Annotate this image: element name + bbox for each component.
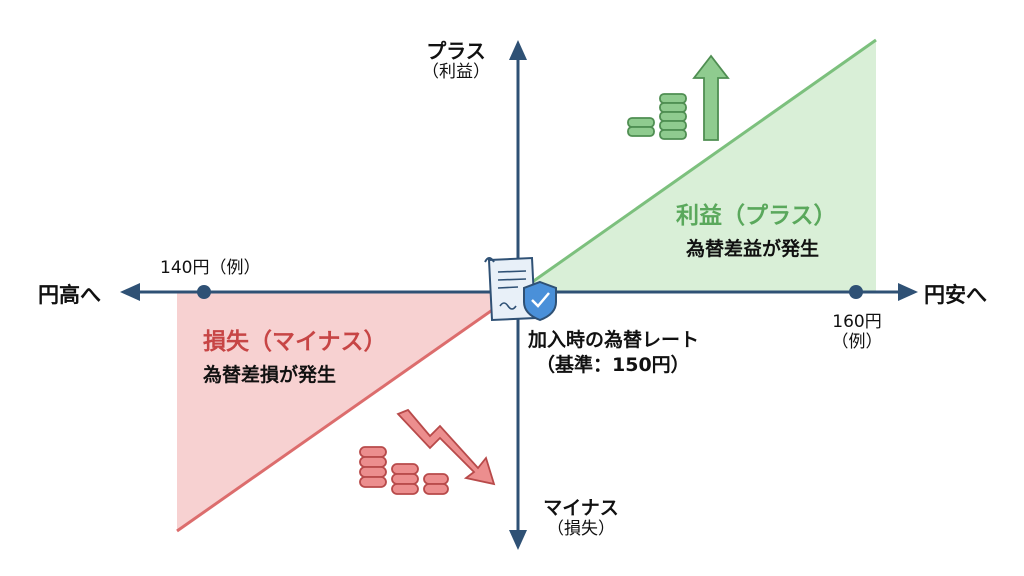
gain-title: 利益（プラス） (676, 203, 837, 229)
tick-label-160-value: 160円 (832, 312, 882, 332)
tick-label-160-note: （例） (831, 332, 883, 353)
origin-label-line2: （基準：150円） (536, 353, 690, 376)
origin-label-line1: 加入時の為替レート (528, 329, 700, 351)
coins-arrow-down-icon (359, 408, 496, 495)
gain-subtitle: 為替差益が発生 (686, 238, 820, 260)
origin-label: 加入時の為替レート （基準：150円） (528, 328, 699, 377)
y-axis-bottom-sub: （損失） (547, 518, 615, 539)
y-axis-bottom-label: マイナス （損失） (531, 497, 631, 539)
loss-label: 損失（マイナス） 為替差損が発生 (203, 322, 387, 387)
loss-title: 損失（マイナス） (203, 329, 387, 355)
x-axis-left-label: 円高へ (38, 283, 101, 307)
loss-subtitle: 為替差損が発生 (203, 364, 337, 386)
tick-label-140: 140円（例） (160, 258, 261, 278)
gain-label: 利益（プラス） 為替差益が発生 (676, 196, 837, 261)
y-axis-bottom-title: マイナス (543, 497, 619, 519)
y-axis-top-title: プラス (426, 39, 486, 63)
x-axis-right-label: 円安へ (924, 283, 987, 307)
coins-arrow-up-icon (627, 54, 730, 141)
gain-line (517, 38, 877, 294)
tick-label-160: 160円 （例） (822, 312, 892, 353)
loss-line (176, 290, 519, 533)
y-axis-top-label: プラス （利益） (418, 40, 494, 83)
tick-dot-160 (849, 285, 863, 299)
tick-dot-140 (197, 285, 211, 299)
insurance-document-shield-icon (484, 256, 557, 322)
y-axis-top-sub: （利益） (422, 62, 490, 82)
